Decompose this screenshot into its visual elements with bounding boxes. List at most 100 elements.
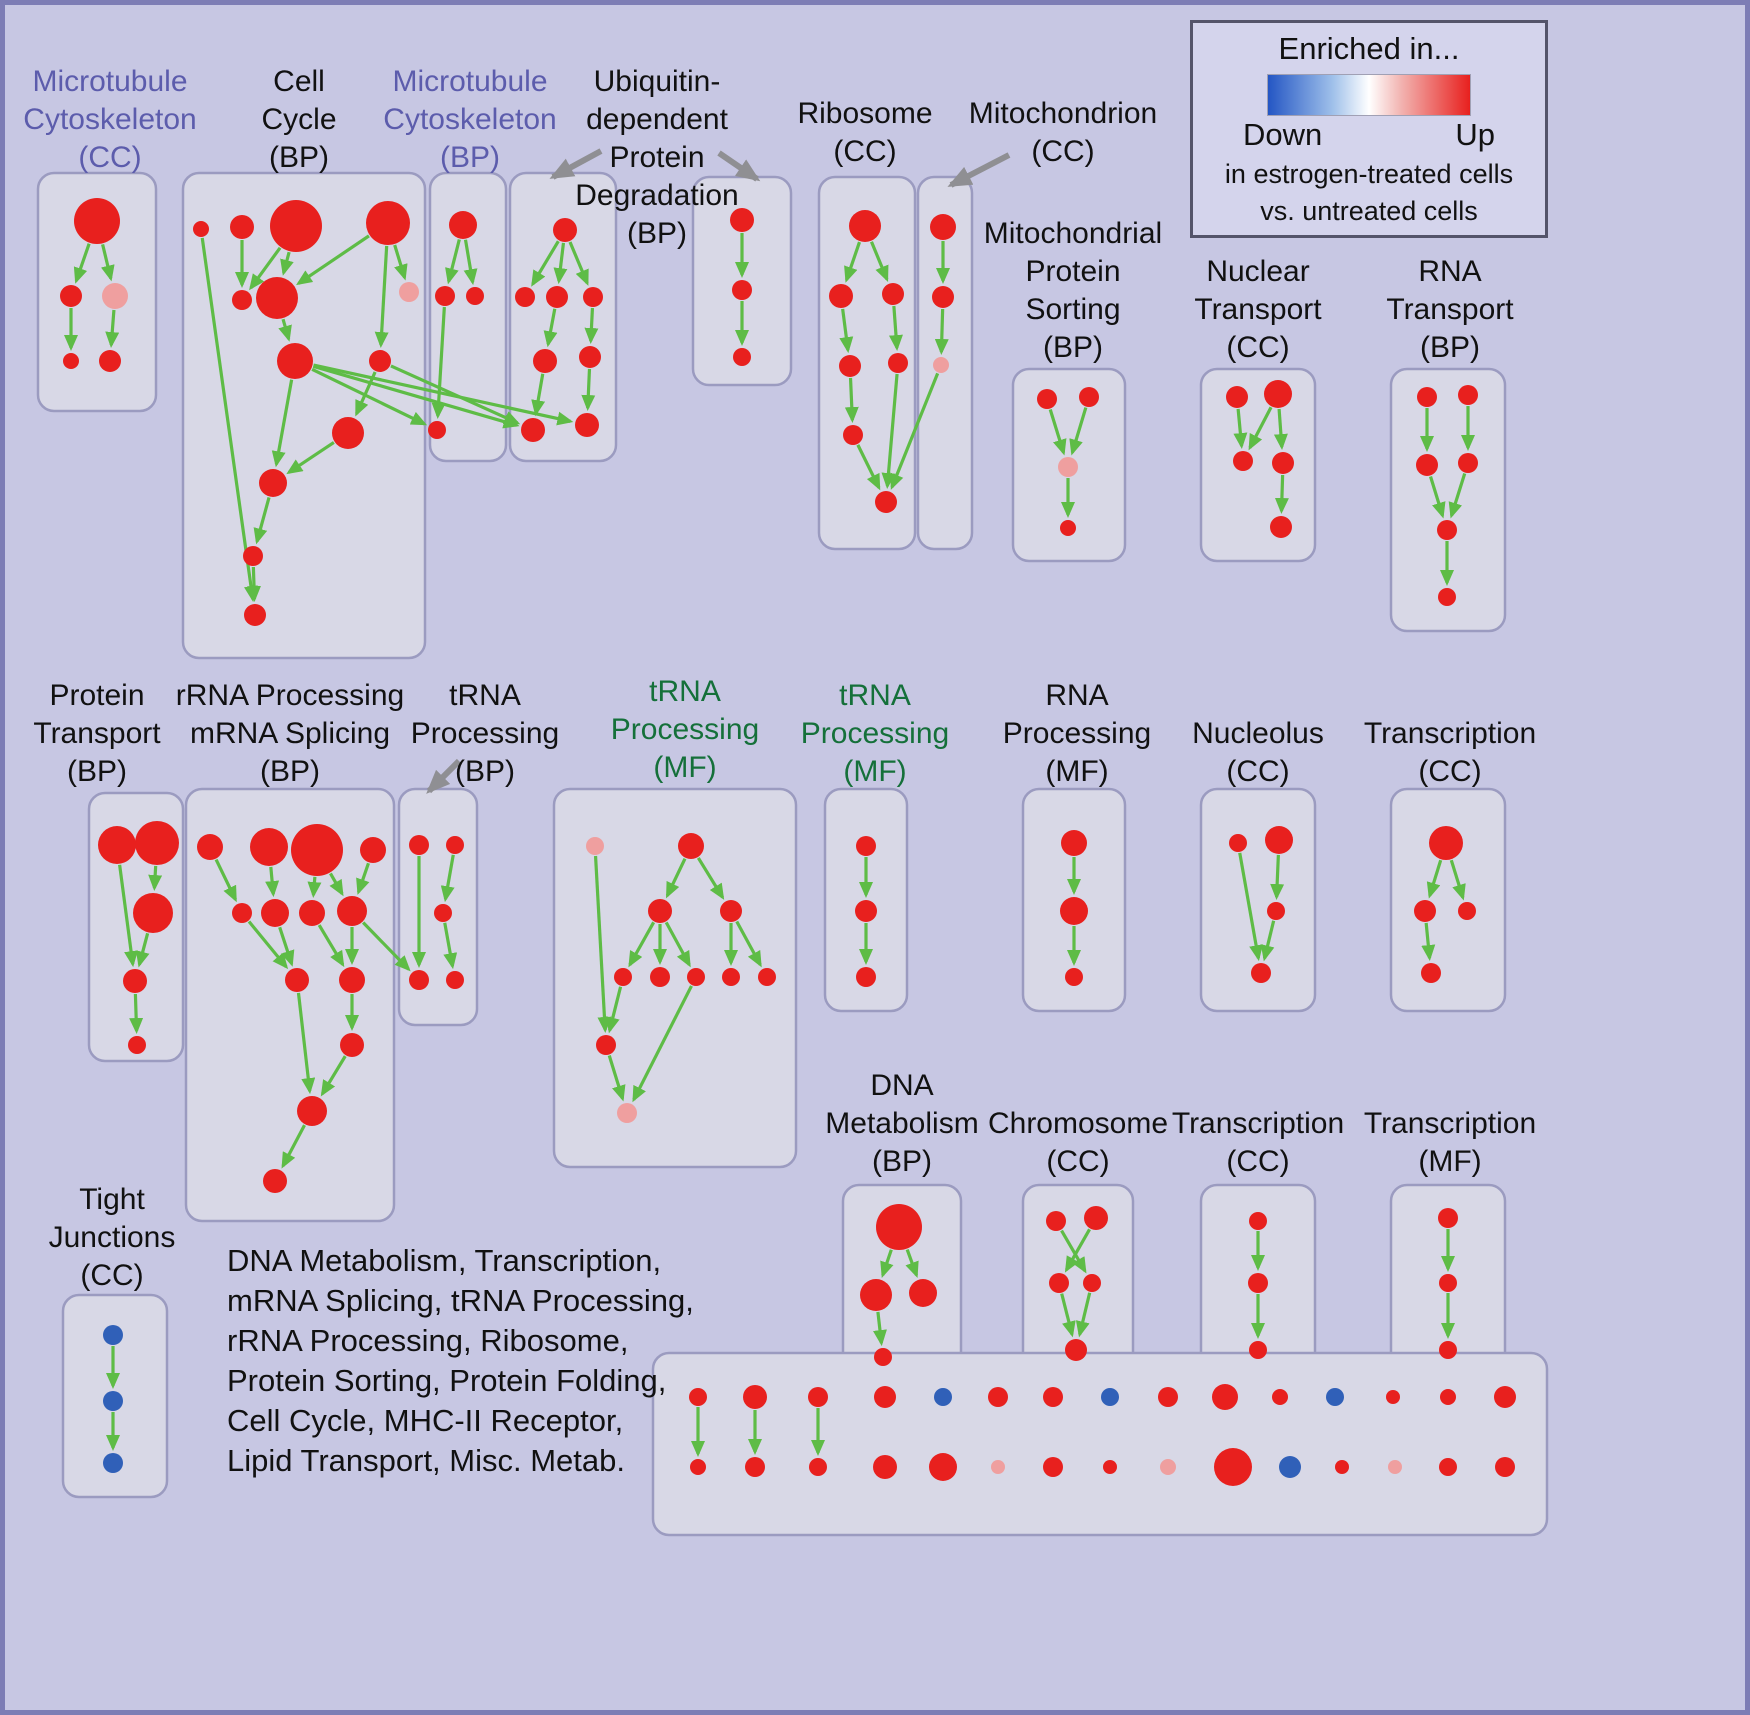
go-term-node-N10 xyxy=(617,1103,637,1123)
go-term-node-F0 xyxy=(849,210,881,242)
go-term-node-XB12 xyxy=(1388,1460,1402,1474)
go-term-node-N5 xyxy=(650,967,670,987)
go-term-node-B8 xyxy=(369,350,391,372)
edge-arrow-L4-L8 xyxy=(247,920,289,970)
edge-arrow-L2-L7 xyxy=(329,872,344,897)
edge-arrow-M1-M2 xyxy=(440,854,455,903)
edge-arrow-K0-K3 xyxy=(118,864,139,968)
edge-arrow-N6-N10 xyxy=(632,985,693,1103)
go-term-node-J2 xyxy=(1416,454,1438,476)
edge-arrow-C0-C1 xyxy=(445,239,461,285)
go-term-node-I0 xyxy=(1226,386,1248,408)
go-term-node-J4 xyxy=(1437,520,1457,540)
go-term-node-B3 xyxy=(366,201,410,245)
edge-arrow-Q2-Q3 xyxy=(1260,920,1276,962)
go-term-node-E0 xyxy=(730,208,754,232)
go-term-node-S3 xyxy=(874,1348,892,1366)
edge-arrow-Q1-Q2 xyxy=(1270,854,1285,901)
edge-arrow-F1-F3 xyxy=(839,308,854,354)
edge-arrow-C0-C2 xyxy=(463,239,478,286)
edge-arrow-B7-B10 xyxy=(271,379,294,468)
go-term-node-G2 xyxy=(933,357,949,373)
go-term-node-XB13 xyxy=(1439,1458,1457,1476)
go-term-node-E1 xyxy=(732,280,752,300)
edge-arrow-L7-M3 xyxy=(361,921,411,972)
legend-up-label: Up xyxy=(1455,117,1495,152)
go-term-node-XT8 xyxy=(1158,1387,1178,1407)
go-term-node-XB2 xyxy=(809,1458,827,1476)
cluster-box-transcription-cc-1 xyxy=(1389,787,1507,1013)
edge-arrow-N3-N8 xyxy=(735,920,762,968)
edge-arrow-B3-B6 xyxy=(393,244,408,281)
label-ribosome-cc: Ribosome(CC) xyxy=(797,97,932,168)
go-term-node-B6 xyxy=(399,282,419,302)
go-term-node-B9 xyxy=(332,417,364,449)
go-term-node-R2 xyxy=(1458,902,1476,920)
go-term-node-Q3 xyxy=(1251,963,1271,983)
edge-arrow-F0-F2 xyxy=(869,241,889,282)
legend-subtitle-line2: vs. untreated cells xyxy=(1260,196,1478,227)
edge-arrow-B5-B7 xyxy=(278,318,292,342)
go-term-node-XT9 xyxy=(1212,1384,1238,1410)
go-term-node-I4 xyxy=(1270,516,1292,538)
go-term-node-H2 xyxy=(1058,457,1078,477)
go-term-node-XT6 xyxy=(1043,1387,1063,1407)
go-term-node-XB5 xyxy=(991,1460,1005,1474)
go-term-node-H0 xyxy=(1037,389,1057,409)
go-term-node-C2 xyxy=(466,287,484,305)
go-term-node-D3 xyxy=(583,287,603,307)
go-term-node-XT0 xyxy=(689,1388,707,1406)
go-term-node-XB1 xyxy=(745,1457,765,1477)
cluster-box-ubiquitin-degradation-bp-1 xyxy=(508,171,618,463)
go-term-node-C1 xyxy=(435,286,455,306)
go-term-node-J5 xyxy=(1438,588,1456,606)
edge-arrow-B0-B12 xyxy=(200,237,258,603)
go-term-node-XT12 xyxy=(1386,1390,1400,1404)
go-term-node-K0 xyxy=(98,826,136,864)
edge-arrow-I0-I2 xyxy=(1233,408,1248,450)
go-term-node-XT5 xyxy=(988,1387,1008,1407)
go-term-node-Q0 xyxy=(1229,834,1247,852)
go-term-node-L11 xyxy=(297,1096,327,1126)
mitochondrion-pointer-icon xyxy=(947,152,1011,188)
edge-arrow-S1-S3 xyxy=(873,1311,887,1347)
go-term-node-L1 xyxy=(250,828,288,866)
go-term-node-N6 xyxy=(687,968,705,986)
edge-arrow-D2-D4 xyxy=(543,308,558,348)
edge-arrow-H0-H2 xyxy=(1048,409,1067,456)
legend-subtitle-line1: in estrogen-treated cells xyxy=(1224,159,1514,189)
go-term-node-B10 xyxy=(259,469,287,497)
go-term-node-L10 xyxy=(340,1033,364,1057)
go-term-node-C3 xyxy=(428,421,446,439)
go-term-node-F3 xyxy=(839,355,861,377)
go-term-node-K1 xyxy=(135,821,179,865)
go-term-node-W0 xyxy=(103,1325,123,1345)
go-term-node-T2 xyxy=(1049,1273,1069,1293)
go-term-node-V1 xyxy=(1439,1274,1457,1292)
go-term-node-J1 xyxy=(1458,385,1478,405)
edge-arrow-I1-I2 xyxy=(1248,406,1273,451)
edge-arrow-R0-R2 xyxy=(1449,859,1466,901)
edge-arrow-N9-N10 xyxy=(607,1055,626,1102)
ubiquitin-pointer-right-icon xyxy=(717,150,761,182)
label-transcription-mf: Transcription(MF) xyxy=(1364,1107,1536,1178)
edge-arrow-N1-N3 xyxy=(696,857,725,900)
go-term-node-K2 xyxy=(133,893,173,933)
go-term-node-D2 xyxy=(546,286,568,308)
go-term-node-N7 xyxy=(722,968,740,986)
go-term-node-S1 xyxy=(860,1279,892,1311)
go-term-node-F6 xyxy=(888,353,908,373)
edge-arrow-B3-B8 xyxy=(374,245,389,349)
go-term-node-M4 xyxy=(446,971,464,989)
edge-arrow-D0-D1 xyxy=(531,240,560,287)
edge-arrow-M2-M4 xyxy=(443,922,458,970)
edge-arrow-Q0-Q3 xyxy=(1238,852,1264,962)
edge-arrow-A0-A1 xyxy=(73,243,91,284)
cluster-box-mixed-categories xyxy=(651,1351,1549,1537)
go-term-node-D1 xyxy=(515,287,535,307)
go-term-node-L2 xyxy=(291,824,343,876)
label-mitochondrion-cc: Mitochondrion(CC) xyxy=(969,97,1157,168)
